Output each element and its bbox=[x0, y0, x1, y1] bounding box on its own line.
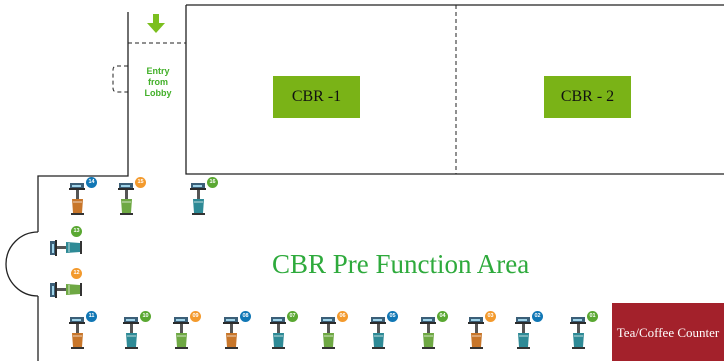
booth-number-badge: 07 bbox=[287, 311, 298, 322]
booth-number-badge: 08 bbox=[240, 311, 251, 322]
walls bbox=[5, 4, 724, 361]
booth-stand-icon bbox=[190, 183, 206, 215]
booth-12: 12 bbox=[50, 268, 82, 308]
corridor-left-wall bbox=[37, 12, 129, 232]
booth-stand-icon bbox=[270, 317, 286, 349]
booth-07: 07 bbox=[268, 311, 298, 351]
booth-number-badge: 05 bbox=[387, 311, 398, 322]
booth-number-badge: 09 bbox=[190, 311, 201, 322]
booth-stand-icon bbox=[173, 317, 189, 349]
booth-10: 10 bbox=[121, 311, 151, 351]
booth-stand-icon bbox=[370, 317, 386, 349]
booth-stand-icon bbox=[420, 317, 436, 349]
booth-number-badge: 03 bbox=[485, 311, 496, 322]
booth-number-badge: 13 bbox=[71, 226, 82, 237]
booth-number-badge: 15 bbox=[135, 177, 146, 188]
lobby-door bbox=[112, 65, 128, 93]
booth-number-badge: 02 bbox=[532, 311, 543, 322]
room-cbr-1: CBR -1 bbox=[273, 76, 360, 118]
booth-13: 13 bbox=[50, 226, 82, 266]
booth-15: 15 bbox=[116, 177, 146, 217]
booth-number-badge: 14 bbox=[86, 177, 97, 188]
booth-number-badge: 06 bbox=[337, 311, 348, 322]
tea-coffee-counter: Tea/Coffee Counter bbox=[612, 303, 724, 361]
booth-stand-icon bbox=[50, 240, 82, 256]
cbr-rooms-outline bbox=[185, 4, 724, 175]
booth-stand-icon bbox=[570, 317, 586, 349]
bay-wall bbox=[5, 231, 39, 297]
booth-02: 02 bbox=[513, 311, 543, 351]
booth-04: 04 bbox=[418, 311, 448, 351]
room-cbr-2: CBR - 2 bbox=[544, 76, 631, 118]
booth-stand-icon bbox=[468, 317, 484, 349]
booth-16: 16 bbox=[188, 177, 218, 217]
dashed-lines bbox=[112, 5, 457, 174]
booth-14: 14 bbox=[67, 177, 97, 217]
booth-11: 11 bbox=[67, 311, 97, 351]
booth-stand-icon bbox=[123, 317, 139, 349]
pre-function-area-label: CBR Pre Function Area bbox=[272, 249, 530, 279]
booth-stand-icon bbox=[50, 282, 82, 298]
booth-08: 08 bbox=[221, 311, 251, 351]
entry-arrow-icon bbox=[147, 14, 165, 33]
booth-03: 03 bbox=[466, 311, 496, 351]
booth-number-badge: 11 bbox=[86, 311, 97, 322]
booth-05: 05 bbox=[368, 311, 398, 351]
booth-stand-icon bbox=[118, 183, 134, 215]
booth-09: 09 bbox=[171, 311, 201, 351]
booth-01: 01 bbox=[568, 311, 598, 351]
booth-06: 06 bbox=[318, 311, 348, 351]
booth-number-badge: 01 bbox=[587, 311, 598, 322]
booth-number-badge: 04 bbox=[437, 311, 448, 322]
booth-number-badge: 12 bbox=[71, 268, 82, 279]
booth-stand-icon bbox=[320, 317, 336, 349]
booth-stand-icon bbox=[69, 183, 85, 215]
booth-stand-icon bbox=[69, 317, 85, 349]
entry-label: Entry from Lobby bbox=[144, 66, 172, 98]
booth-number-badge: 10 bbox=[140, 311, 151, 322]
booth-stand-icon bbox=[223, 317, 239, 349]
booth-number-badge: 16 bbox=[207, 177, 218, 188]
booth-stand-icon bbox=[515, 317, 531, 349]
